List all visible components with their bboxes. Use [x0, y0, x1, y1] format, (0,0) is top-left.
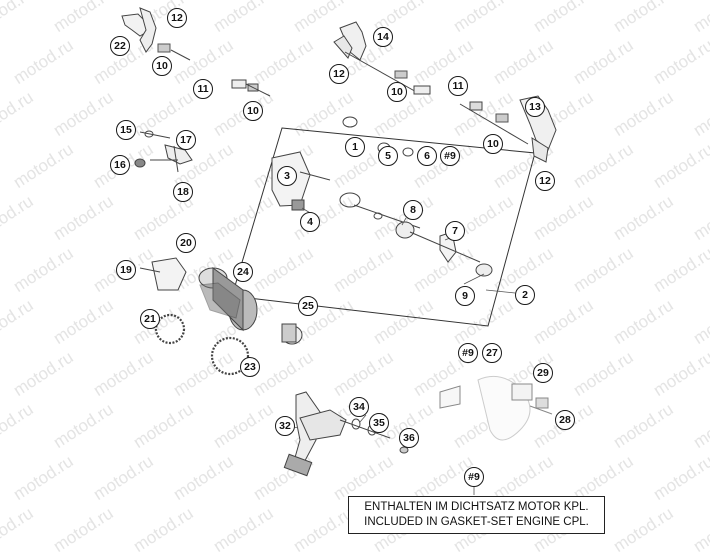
- shift-lever-group: [283, 391, 409, 477]
- callout-10-right: 10: [483, 134, 503, 154]
- gasket-set-note: ENTHALTEN IM DICHTSATZ MOTOR KPL. INCLUD…: [348, 496, 605, 534]
- shift-drum-group: [139, 257, 303, 376]
- callout-17: 17: [176, 130, 196, 150]
- callout-36: 36: [399, 428, 419, 448]
- callout-2: 2: [515, 285, 535, 305]
- callout-22: 22: [110, 36, 130, 56]
- callout-1: 1: [345, 137, 365, 157]
- callout-12-right: 12: [535, 171, 555, 191]
- callout-28: 28: [555, 410, 575, 430]
- callout-4: 4: [300, 212, 320, 232]
- callout-35: 35: [369, 413, 389, 433]
- callout-15: 15: [116, 120, 136, 140]
- callout-10-top-left: 10: [152, 56, 172, 76]
- shift-fork-center: [333, 21, 421, 95]
- shift-fork-left: [121, 7, 191, 61]
- callout-24: 24: [233, 262, 253, 282]
- callout-9-sensor: #9: [458, 343, 478, 363]
- shift-rail-right: [413, 85, 483, 111]
- callout-3: 3: [277, 166, 297, 186]
- locking-lever-parts: [134, 130, 193, 173]
- callout-34: 34: [349, 397, 369, 417]
- shift-rail-left: [231, 79, 271, 97]
- callout-7: 7: [445, 221, 465, 241]
- callout-9-inner: #9: [440, 146, 460, 166]
- shift-shaft-assembly-frame: [231, 127, 536, 327]
- callout-23: 23: [240, 357, 260, 377]
- callout-20: 20: [176, 233, 196, 253]
- callout-19: 19: [116, 260, 136, 280]
- callout-9-note: #9: [464, 467, 484, 487]
- callout-16: 16: [110, 155, 130, 175]
- gear-sensor-group: [439, 375, 553, 441]
- callout-13: 13: [525, 97, 545, 117]
- callout-6: 6: [417, 146, 437, 166]
- callout-32: 32: [275, 416, 295, 436]
- callout-25: 25: [298, 296, 318, 316]
- note-line-en: INCLUDED IN GASKET-SET ENGINE CPL.: [364, 516, 589, 528]
- parts-drawing: [121, 7, 557, 495]
- callout-12-top: 12: [167, 8, 187, 28]
- callout-11-left: 11: [193, 79, 213, 99]
- callout-29: 29: [533, 363, 553, 383]
- note-line-de: ENTHALTEN IM DICHTSATZ MOTOR KPL.: [364, 501, 589, 513]
- callout-14: 14: [373, 27, 393, 47]
- callout-18: 18: [173, 182, 193, 202]
- callout-27: 27: [482, 343, 502, 363]
- callout-9: 9: [455, 286, 475, 306]
- callout-10-rail: 10: [243, 101, 263, 121]
- callout-10-center: 10: [387, 82, 407, 102]
- callout-21: 21: [140, 309, 160, 329]
- callout-8: 8: [403, 200, 423, 220]
- callout-5: 5: [378, 146, 398, 166]
- callout-12-center: 12: [329, 64, 349, 84]
- shift-shaft-components: [271, 116, 493, 277]
- callout-11-center: 11: [448, 76, 468, 96]
